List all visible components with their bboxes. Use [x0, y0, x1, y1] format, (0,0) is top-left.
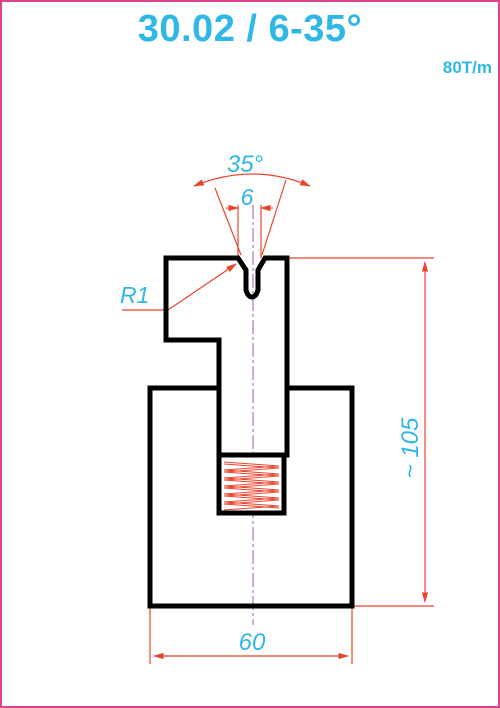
spring	[219, 455, 284, 513]
angle-label: 35°	[227, 151, 264, 178]
radius-label: R1	[120, 282, 149, 308]
angle-dimension	[192, 173, 311, 256]
page-title: 30.02 / 6-35°	[137, 8, 363, 50]
spring-slot-outline	[216, 455, 287, 516]
width-label: 60	[239, 629, 266, 656]
height-label: ~ 105	[397, 417, 424, 478]
upper-insert-outline	[163, 255, 290, 458]
tonnage-label: 80T/m	[442, 58, 492, 77]
width-dimension	[149, 608, 353, 664]
opening-label: 6	[241, 184, 254, 210]
lower-block-outline	[147, 385, 355, 609]
height-dimension	[287, 257, 434, 607]
opening-dimension	[226, 204, 273, 258]
radius-leader	[122, 263, 237, 311]
